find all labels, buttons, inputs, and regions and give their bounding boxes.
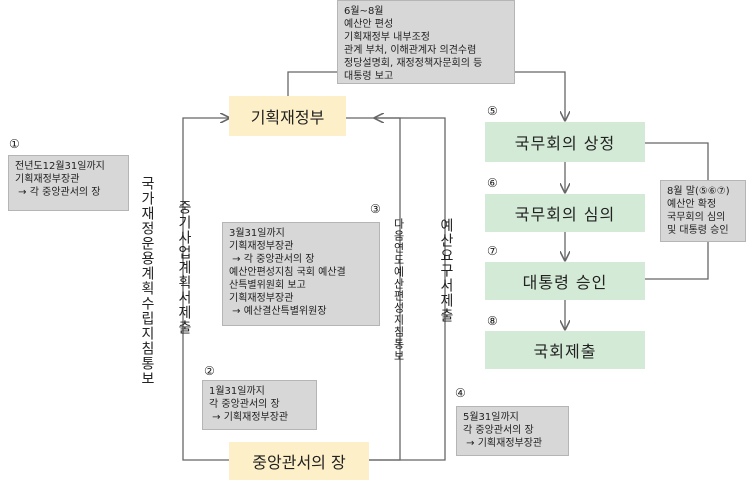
president-box: 대통령 승인: [485, 262, 645, 300]
label-next-year-guidelines: 다음연도예산편성지침통보: [392, 218, 405, 362]
note-step4: 5월31일까지 각 중앙관서의 장 → 기획재정부장관: [456, 406, 569, 456]
edge-agency-to-moef: [182, 118, 229, 461]
label-budget-request: 예산요구서제출: [438, 218, 454, 323]
note-right: 8월 말(⑤⑥⑦) 예산안 확정 국무회의 심의 및 대통령 승인: [660, 180, 746, 242]
step-7: ⑦: [487, 244, 498, 258]
cabinet-box: 국무회의 상정: [485, 122, 645, 162]
edge-budget-request: [346, 118, 446, 461]
cabinet-review-box: 국무회의 심의: [485, 194, 645, 232]
note-step3: 3월31일까지 기획재정부장관 → 각 중앙관서의 장 예산안편성지침 국회 예…: [222, 222, 380, 326]
label-fiscal-guidelines: 국가재정운용계획수립지침통보: [139, 176, 155, 386]
note-step2: 1월31일까지 각 중앙관서의 장 → 기획재정부장관: [202, 380, 317, 430]
label-midterm-plan: 중기사업계획서제출: [176, 200, 192, 335]
note-top: 6월~8월 예산안 편성 기획재정부 내부조정 관계 부처, 이해관계자 의견수…: [337, 0, 515, 84]
moef-box: 기획재정부: [229, 96, 346, 136]
assembly-box: 국회제출: [485, 331, 645, 369]
step-3: ③: [370, 202, 381, 216]
step-1: ①: [9, 137, 20, 151]
step-6: ⑥: [487, 176, 498, 190]
step-2: ②: [204, 364, 215, 378]
step-5: ⑤: [487, 104, 498, 118]
step-8: ⑧: [487, 314, 498, 328]
agency-box: 중앙관서의 장: [229, 442, 369, 480]
note-step1: 전년도12월31일까지 기획재정부장관 → 각 중앙관서의 장: [8, 155, 129, 211]
step-4: ④: [455, 386, 466, 400]
